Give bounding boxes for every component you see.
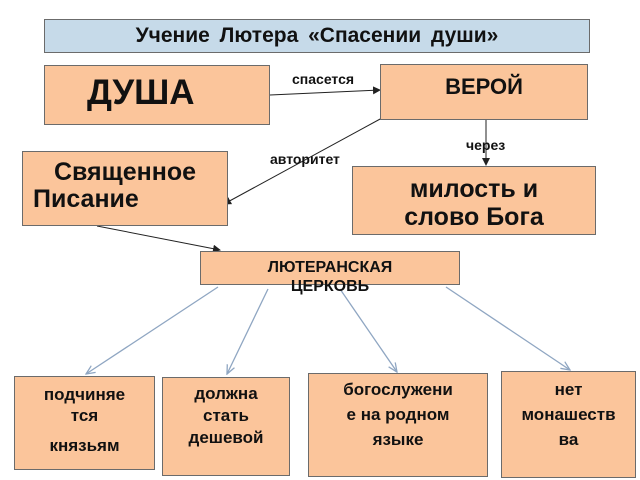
node-grace-line2: слово Бога [404, 203, 544, 231]
node-cheap-line2: стать [202, 406, 249, 425]
diagram-title: Учение Лютера «Спасении души» [44, 19, 590, 53]
node-monk: нет монашеств ва [501, 371, 636, 478]
node-cheap: должна стать дешевой [162, 377, 290, 476]
node-service-line2: е на родном [346, 405, 450, 424]
arrow-scripture-to-church [96, 225, 221, 253]
arrow-church-to-cheap [227, 288, 269, 374]
node-scripture-line2: Писание [33, 185, 139, 213]
node-faith-label: ВЕРОЙ [445, 74, 523, 99]
node-princes: подчиняе тся князьям [14, 376, 155, 470]
node-service-line3: языке [372, 430, 424, 449]
node-cheap-line1: должна [194, 384, 258, 403]
edge-label-through: через [466, 137, 506, 153]
node-princes-line2: тся [70, 406, 99, 425]
node-church-line2: ЦЕРКОВЬ [290, 278, 370, 295]
arrow-faith-to-scripture [223, 117, 383, 205]
arrow-church-to-princes [86, 286, 219, 374]
node-princes-line3: князьям [49, 436, 120, 455]
node-monk-line2: монашеств [521, 405, 616, 424]
node-church-line1: ЛЮТЕРАНСКАЯ [267, 259, 393, 276]
arrow-church-to-service [339, 288, 397, 372]
node-grace-line1: милость и [409, 175, 539, 203]
edge-label-authority: авторитет [270, 151, 340, 167]
node-scripture: Священное Писание [22, 151, 228, 226]
edge-label-saved: спасется [292, 71, 355, 87]
node-soul: ДУША [44, 65, 270, 125]
node-princes-line1: подчиняе [43, 385, 126, 404]
node-service-line1: богослужени [343, 380, 453, 399]
node-scripture-line1: Священное [53, 158, 197, 186]
arrow-church-to-monk [445, 286, 570, 370]
node-service: богослужени е на родном языке [308, 373, 488, 477]
node-soul-label: ДУША [87, 73, 195, 112]
node-church: ЛЮТЕРАНСКАЯ ЦЕРКОВЬ [200, 251, 460, 295]
node-faith: ВЕРОЙ [380, 64, 588, 120]
node-cheap-line3: дешевой [188, 428, 264, 447]
node-monk-line1: нет [554, 380, 583, 399]
node-monk-line3: ва [558, 430, 579, 449]
node-grace: милость и слово Бога [352, 166, 596, 235]
arrow-soul-to-faith [269, 86, 381, 96]
